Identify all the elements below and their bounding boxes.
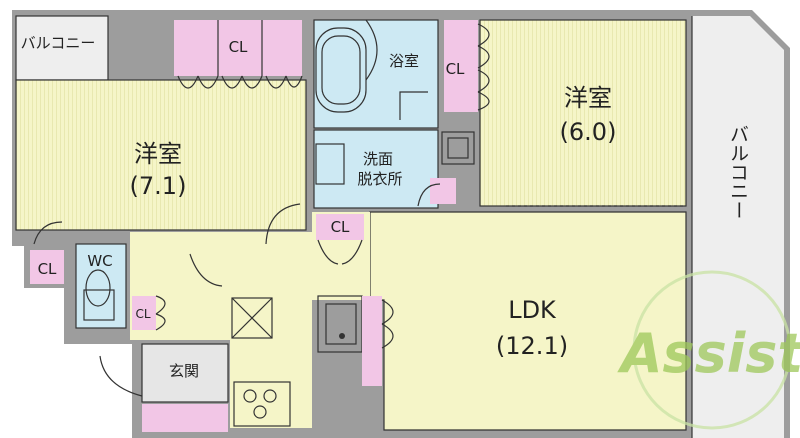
western-right-size: (6.0) [560, 118, 617, 146]
ldk-name: LDK [508, 296, 557, 324]
closet-top-right-label: CL [446, 60, 465, 78]
bath-label: 浴室 [389, 52, 419, 70]
closet-top-left [174, 20, 303, 89]
western-room-left [15, 79, 307, 231]
balcony-top-left-label: バルコニー [21, 34, 96, 52]
western-left-name: 洋室 [134, 140, 182, 168]
wc-label: WC [87, 252, 112, 270]
top-left-balcony [15, 15, 109, 81]
entrance [99, 343, 229, 432]
entrance-label: 玄関 [169, 362, 199, 380]
washroom [313, 129, 475, 209]
bathroom [313, 19, 439, 129]
washroom-label-line1: 洗面 [363, 150, 393, 168]
western-room-right [444, 19, 687, 207]
right-balcony [691, 16, 784, 438]
western-right-name: 洋室 [564, 84, 612, 112]
closet-hall-label: CL [331, 218, 350, 236]
closet-top-left-label: CL [229, 38, 248, 56]
washroom-label-line2: 脱衣所 [357, 170, 402, 188]
western-left-size: (7.1) [130, 172, 187, 200]
logo-text: Assist [617, 322, 800, 385]
ldk-size: (12.1) [496, 332, 568, 360]
kitchen [231, 295, 394, 427]
assist-logo: Assist [617, 270, 800, 430]
wc-room [30, 221, 166, 331]
closet-wc-label: CL [38, 260, 57, 278]
closet-entrance-label: CL [135, 307, 150, 321]
balcony-right-label: バルコニー [727, 125, 749, 220]
